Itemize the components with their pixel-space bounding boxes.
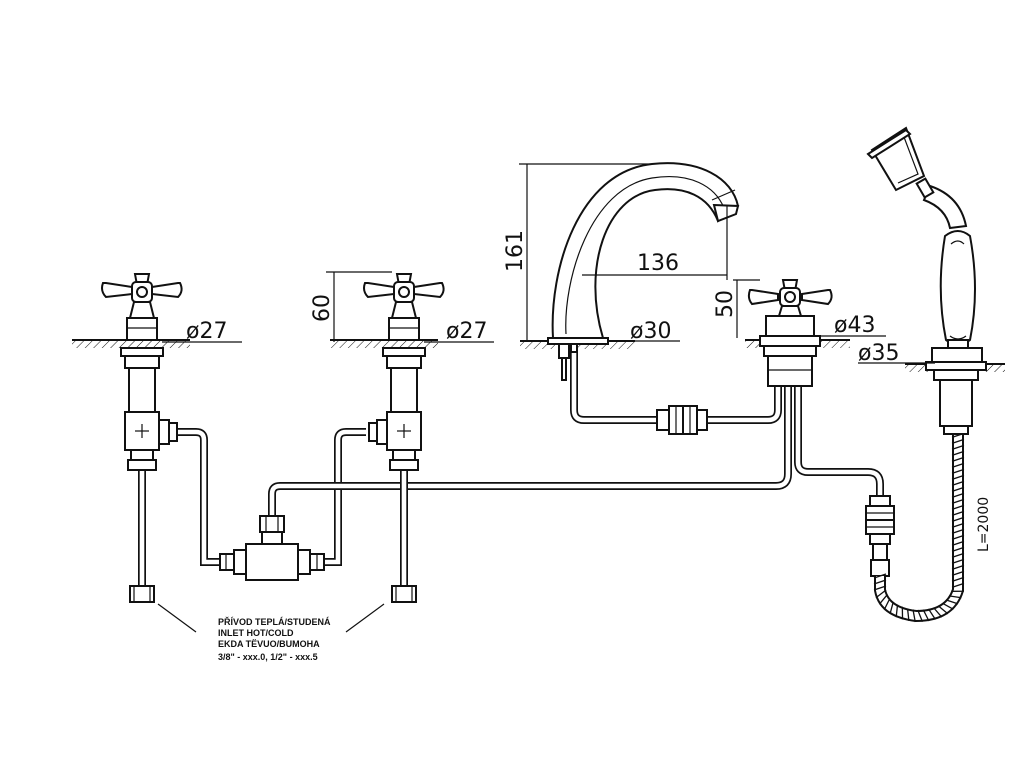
hose-coil-tick [951,516,965,522]
hose-coil-tick [951,492,965,498]
dim-161: 161 [503,230,528,272]
hose-coil-tick [873,579,887,585]
bath-spout [547,162,740,381]
hose-coil-tick [951,450,965,456]
hand-shower [866,126,987,435]
hose-coil-tick [951,528,965,534]
hose-coil-tick [873,573,887,579]
right-cross-handle-valve [363,273,445,603]
hose-coil-tick [951,546,965,552]
hose-coil-tick [933,607,943,618]
hose-coil-tick [951,522,965,528]
diverter-valve [747,279,833,387]
dim-d27-right: ø27 [446,319,487,344]
hose-coil-tick [951,474,965,480]
hose-coil-tick [878,594,888,605]
dimension-labels: ø27 ø27 60 161 136 ø30 50 ø43 ø35 L=2000 [186,230,992,552]
dim-60: 60 [310,294,335,322]
hose-coil-tick [917,609,924,623]
hose-coil-tick [951,498,965,504]
hose-coil-tick [927,608,936,620]
hose-coil-tick [906,608,910,622]
hose-coil-tick [942,602,954,610]
hose-coil-tick [951,582,965,588]
hose-coil-tick [951,468,965,474]
spout-line-coupling [656,405,708,435]
supply-note-line1: PŘÍVOD TEPLÁ/STUDENÁ [218,616,331,627]
hose-coil-tick [951,540,965,546]
dim-d43: ø43 [834,313,875,338]
dimension-lines [157,163,935,633]
hose-coil-tick [875,589,887,599]
hose-coil-tick [951,486,965,492]
hose-coil-tick [937,605,949,615]
hose-coil-tick [951,570,965,576]
dim-hose-length: L=2000 [976,497,992,552]
tee-connector [219,515,325,581]
supply-note-line4: 3/8" - xxx.0, 1/2" - xxx.5 [218,652,318,662]
hose-coil-tick [951,456,965,462]
dim-d27-left: ø27 [186,319,227,344]
hose-coil-tick [889,601,894,615]
shower-hose [873,430,965,623]
dim-50: 50 [713,290,738,318]
dim-d30: ø30 [630,319,671,344]
hose-coil-tick [951,564,965,570]
hose-coil-tick [951,444,965,450]
shower-line-coupling [865,495,895,577]
hose-coil-tick [951,576,965,582]
hose-coil-tick [951,510,965,516]
dim-136: 136 [637,251,679,276]
hose-coil-tick [951,480,965,486]
hose-coil-tick [883,598,891,611]
hose-coil-tick [873,585,887,591]
hose-coil-tick [951,504,965,510]
hose-coil-tick [922,609,930,622]
hose-coil-tick [912,609,916,623]
hose-coil-tick [951,462,965,468]
hose-coil-tick [895,604,899,618]
hose-coil-tick [945,599,959,605]
supply-note-line3: EKDA TËVUO/BUMOHA [218,639,320,649]
hose-coil-tick [951,558,965,564]
hose-coil-tick [951,534,965,540]
hose-coil-tick [951,552,965,558]
hose-coil-tick [951,438,965,444]
hose-coil-tick [948,595,962,599]
supply-note: PŘÍVOD TEPLÁ/STUDENÁ INLET HOT/COLD EKDA… [218,616,331,662]
dim-d35: ø35 [858,341,899,366]
left-cross-handle-valve [101,273,183,603]
supply-note-line2: INLET HOT/COLD [218,628,294,638]
